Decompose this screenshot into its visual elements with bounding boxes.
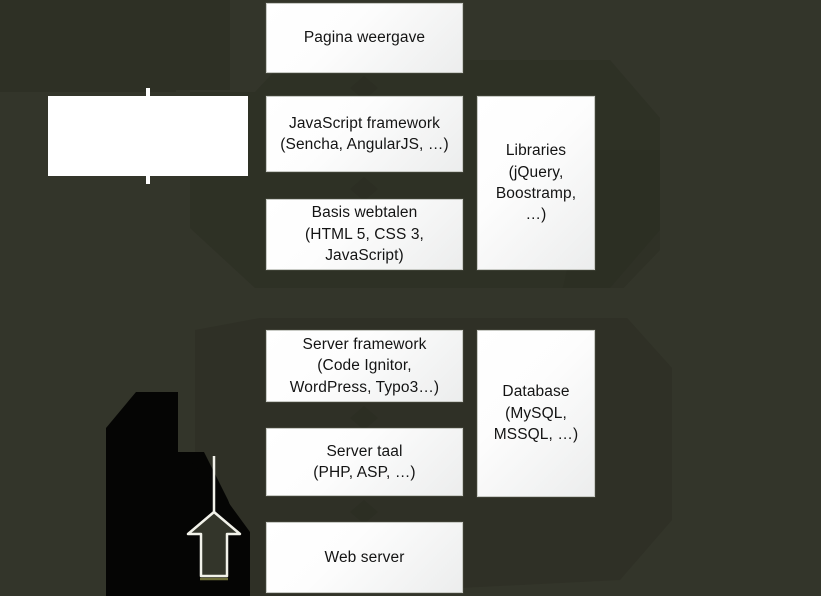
- libraries-box[interactable]: Libraries (jQuery, Boostramp, …): [477, 96, 595, 270]
- web-server-label: Web server: [324, 548, 405, 566]
- web-server-box[interactable]: Web server: [266, 522, 463, 593]
- bg-panel-top-left: [0, 0, 230, 92]
- connector-serverframework-to-servertaal: [350, 406, 378, 430]
- database-box[interactable]: Database (MySQL, MSSQL, …): [477, 330, 595, 497]
- server-framework-label: Server framework (Code Ignitor, WordPres…: [289, 335, 440, 396]
- javascript-framework-box[interactable]: JavaScript framework (Sencha, AngularJS,…: [266, 96, 463, 172]
- libraries-label: Libraries (jQuery, Boostramp, …): [495, 142, 577, 224]
- client-blank-box[interactable]: [48, 96, 248, 176]
- connector-servertaal-to-webserver: [350, 500, 378, 524]
- client-box-top-stub: [146, 88, 150, 98]
- connector-diamonds: [350, 76, 378, 524]
- bg-panel-left-block: [0, 0, 176, 92]
- arrow-body: [186, 510, 242, 578]
- bg-divider-band: [0, 288, 821, 318]
- basic-web-languages-label: Basis webtalen (HTML 5, CSS 3, JavaScrip…: [305, 204, 424, 265]
- connector-page-to-jsframework: [350, 76, 378, 100]
- client-box-bottom-stub: [146, 174, 150, 184]
- server-language-box[interactable]: Server taal (PHP, ASP, …): [266, 428, 463, 496]
- connector-jsframework-to-basics: [350, 177, 378, 201]
- server-framework-box[interactable]: Server framework (Code Ignitor, WordPres…: [266, 330, 463, 402]
- up-arrow-icon: [186, 456, 242, 581]
- page-display-box[interactable]: Pagina weergave: [266, 3, 463, 73]
- basic-web-languages-box[interactable]: Basis webtalen (HTML 5, CSS 3, JavaScrip…: [266, 199, 463, 270]
- database-label: Database (MySQL, MSSQL, …): [493, 383, 579, 444]
- server-language-label: Server taal (PHP, ASP, …): [313, 442, 416, 481]
- page-display-label: Pagina weergave: [303, 29, 426, 47]
- person-silhouette: [106, 392, 250, 596]
- javascript-framework-label: JavaScript framework (Sencha, AngularJS,…: [280, 114, 449, 153]
